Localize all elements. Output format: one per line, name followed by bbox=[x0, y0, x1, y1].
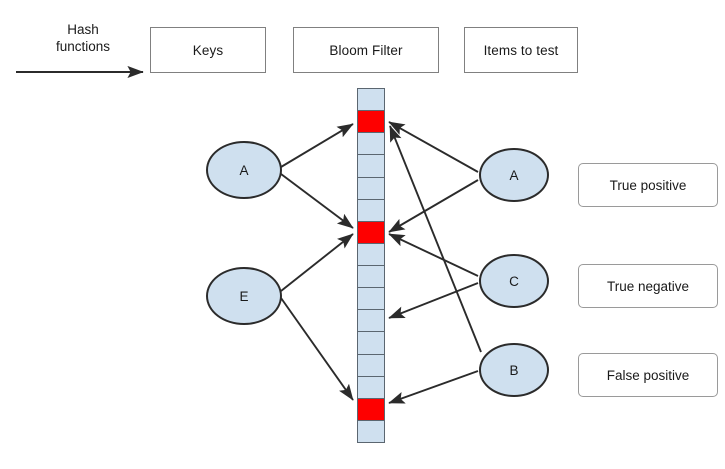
result-box-true-positive: True positive bbox=[578, 163, 718, 207]
result-label-true-positive: True positive bbox=[609, 177, 687, 193]
result-label-true-negative: True negative bbox=[606, 278, 690, 294]
arrow-key-e-to-bit-14 bbox=[280, 297, 354, 401]
bit-cell-0 bbox=[357, 88, 385, 112]
header-box-items-to-test: Items to test bbox=[464, 27, 578, 73]
test-node-b-label: B bbox=[509, 362, 519, 378]
test-node-a-label: A bbox=[509, 167, 519, 183]
test-node-c: C bbox=[479, 254, 549, 308]
arrow-test-a-to-bit-6 bbox=[388, 179, 479, 233]
header-label-items-to-test: Items to test bbox=[483, 42, 559, 58]
bit-cell-7 bbox=[357, 242, 385, 266]
key-node-a-label: A bbox=[239, 162, 249, 178]
hash-caption-line2: functions bbox=[55, 39, 111, 54]
bit-cell-6 bbox=[357, 220, 385, 244]
arrow-test-c-to-bit-6 bbox=[388, 233, 479, 277]
header-label-bloom-filter: Bloom Filter bbox=[329, 42, 403, 58]
header-box-keys: Keys bbox=[150, 27, 266, 73]
bit-cell-13 bbox=[357, 375, 385, 399]
result-box-true-negative: True negative bbox=[578, 264, 718, 308]
arrow-key-a-to-bit-1 bbox=[280, 123, 354, 168]
key-node-e: E bbox=[206, 267, 282, 325]
bit-cell-2 bbox=[357, 132, 385, 156]
bit-cell-10 bbox=[357, 309, 385, 333]
bit-cell-9 bbox=[357, 287, 385, 311]
test-node-a: A bbox=[479, 148, 549, 202]
bit-cell-3 bbox=[357, 154, 385, 178]
hash-caption-line1: Hash bbox=[67, 22, 99, 37]
bloom-filter-bit-array bbox=[357, 88, 385, 443]
bit-cell-5 bbox=[357, 198, 385, 222]
arrow-key-e-to-bit-6 bbox=[280, 233, 354, 292]
arrow-test-a-to-bit-1 bbox=[388, 121, 479, 173]
bit-cell-11 bbox=[357, 331, 385, 355]
bit-cell-4 bbox=[357, 176, 385, 200]
result-box-false-positive: False positive bbox=[578, 353, 718, 397]
bit-cell-1 bbox=[357, 110, 385, 134]
arrow-key-a-to-bit-6 bbox=[280, 173, 354, 229]
hash-functions-caption: Hash functions bbox=[18, 21, 148, 55]
arrow-test-b-to-bit-14 bbox=[388, 370, 479, 404]
key-node-a: A bbox=[206, 141, 282, 199]
bit-cell-14 bbox=[357, 397, 385, 421]
key-node-e-label: E bbox=[239, 288, 249, 304]
bit-cell-15 bbox=[357, 419, 385, 443]
result-label-false-positive: False positive bbox=[606, 367, 690, 383]
header-label-keys: Keys bbox=[192, 42, 224, 58]
bit-cell-8 bbox=[357, 265, 385, 289]
arrow-test-b-to-bit-1 bbox=[389, 125, 482, 353]
bit-cell-12 bbox=[357, 353, 385, 377]
header-box-bloom-filter: Bloom Filter bbox=[293, 27, 439, 73]
arrow-test-c-to-bit-10 bbox=[388, 282, 479, 319]
test-node-c-label: C bbox=[509, 273, 519, 289]
test-node-b: B bbox=[479, 343, 549, 397]
